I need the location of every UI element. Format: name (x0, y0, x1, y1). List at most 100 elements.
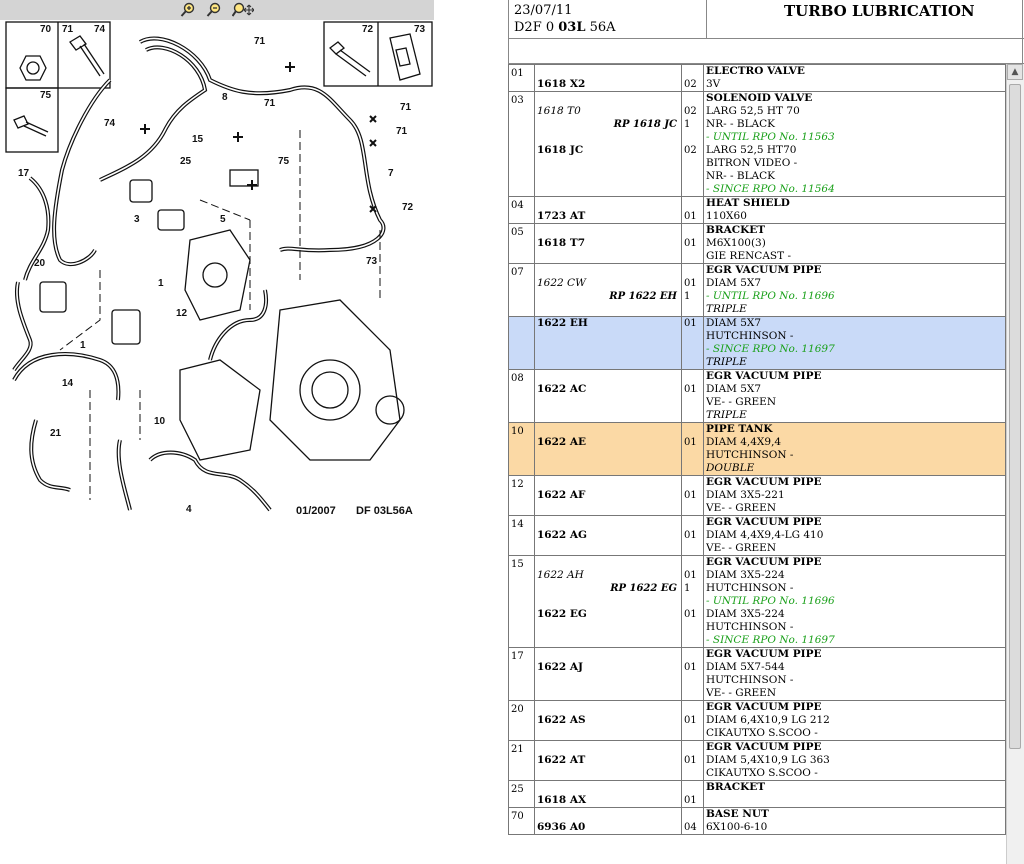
page-title: TURBO LUBRICATION (784, 2, 975, 20)
part-spec: CIKAUTXO S.SCOO - (706, 727, 818, 739)
part-spec: M6X100(3) (706, 237, 766, 249)
part-number[interactable]: 1622 AG (537, 529, 587, 541)
zoom-out-icon[interactable] (206, 2, 222, 18)
part-spec: DIAM 5X7 (706, 277, 762, 289)
part-number-cell: 1622 AE (534, 422, 682, 476)
part-number-cell: 1622 EH (534, 316, 682, 370)
part-number[interactable]: 1622 AS (537, 714, 586, 726)
part-designation: BRACKET (706, 781, 766, 793)
replacement-part[interactable]: RP 1622 EH (609, 291, 677, 302)
part-number[interactable]: 6936 A0 (537, 821, 586, 833)
scroll-up-button[interactable]: ▲ (1007, 64, 1023, 80)
part-spec: DIAM 5X7-544 (706, 661, 785, 673)
replacement-part[interactable]: RP 1618 JC (613, 119, 677, 130)
diagram-date: 01/2007 (296, 505, 336, 517)
callout-25: 25 (180, 156, 192, 167)
part-number[interactable]: 1723 AT (537, 210, 586, 222)
quantity-cell: 01 (681, 780, 704, 808)
vertical-scrollbar[interactable]: ▲ (1006, 64, 1024, 864)
part-designation: EGR VACUUM PIPE (706, 648, 822, 660)
replacement-part[interactable]: RP 1622 EG (610, 583, 677, 594)
zoom-toolbar (0, 0, 434, 20)
part-number[interactable]: 1618 X2 (537, 78, 586, 90)
rpo-note: - UNTIL RPO No. 11696 (706, 595, 835, 607)
pan-icon[interactable] (232, 2, 254, 18)
quantity-cell: 04 (681, 807, 704, 835)
part-spec: VE- - GREEN (706, 687, 777, 699)
part-number[interactable]: 1622 AE (537, 436, 587, 448)
part-spec: DIAM 4,4X9,4 (706, 436, 782, 448)
part-number-cell: 1618 T0 RP 1618 JC 1618 JC (534, 91, 682, 197)
item-number: 15 (508, 555, 535, 648)
item-number: 12 (508, 475, 535, 516)
quantity: 01 (684, 437, 697, 448)
part-number[interactable]: 1622 AT (537, 754, 586, 766)
rpo-note: - UNTIL RPO No. 11696 (706, 290, 835, 302)
zoom-in-icon[interactable] (180, 2, 196, 18)
part-spec: TRIPLE (706, 356, 747, 368)
part-number[interactable]: 1622 AH (537, 569, 584, 581)
item-number: 17 (508, 647, 535, 701)
part-number-cell: 1622 AT (534, 740, 682, 781)
part-number[interactable]: 1622 EG (537, 608, 587, 620)
inset-box-75 (5, 87, 59, 153)
callout-1b: 1 (80, 340, 86, 351)
part-number[interactable]: 1618 T0 (537, 105, 581, 117)
part-designation: EGR VACUUM PIPE (706, 556, 822, 568)
part-spec: CIKAUTXO S.SCOO - (706, 767, 818, 779)
callout-5: 5 (220, 214, 226, 225)
part-number-cell: 1622 CW RP 1622 EH (534, 263, 682, 317)
scrollbar-thumb[interactable] (1009, 84, 1021, 749)
quantity-cell: 01 (681, 369, 704, 423)
rpo-note: - UNTIL RPO No. 11563 (706, 131, 835, 143)
callout-72: 72 (362, 24, 374, 35)
part-number[interactable]: 1618 JC (537, 144, 584, 156)
part-number-cell: 6936 A0 (534, 807, 682, 835)
part-number[interactable]: 1618 T7 (537, 237, 585, 249)
part-number-cell: 1622 AJ (534, 647, 682, 701)
diagram-ref: DF 03L56A (356, 505, 413, 517)
callout-74: 74 (94, 24, 106, 35)
part-number-cell: 1622 AG (534, 515, 682, 556)
quantity: 01 (684, 490, 697, 501)
part-number[interactable]: 1618 AX (537, 794, 587, 806)
part-spec: DIAM 6,4X10,9 LG 212 (706, 714, 830, 726)
callout-75b: 75 (278, 156, 290, 167)
part-number[interactable]: 1622 AC (537, 383, 587, 395)
part-number[interactable]: 1622 CW (537, 277, 586, 289)
quantity-cell: 01 (681, 647, 704, 701)
quantity: 01 (684, 755, 697, 766)
part-number[interactable]: 1622 AF (537, 489, 586, 501)
quantity-cell: 01 (681, 475, 704, 516)
part-spec: DIAM 5,4X10,9 LG 363 (706, 754, 830, 766)
callout-1: 1 (158, 278, 164, 289)
callout-8: 8 (222, 92, 228, 103)
part-number[interactable]: 1622 AJ (537, 661, 583, 673)
parts-list-panel: 23/07/11 D2F 0 03L 56A TURBO LUBRICATION… (508, 0, 1024, 864)
callout-71d: 71 (400, 102, 412, 113)
part-number[interactable]: 1622 EH (537, 317, 588, 329)
